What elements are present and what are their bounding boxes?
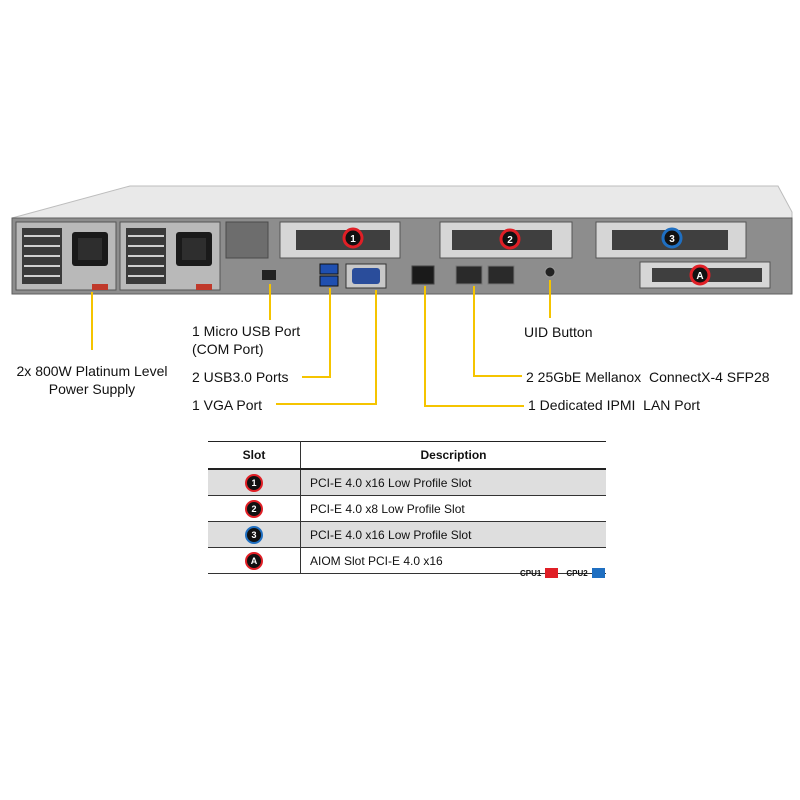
leader-sfp28 — [473, 286, 522, 377]
label-power-supply: 2x 800W Platinum Level Power Supply — [8, 362, 176, 398]
uid-button — [544, 266, 556, 278]
pcie-slot-1-bracket — [279, 221, 401, 259]
svg-text:A: A — [696, 271, 703, 282]
ipmi-lan-port — [411, 265, 435, 285]
label-micro-usb-line1: 1 Micro USB Port — [192, 323, 301, 339]
sfp28-port-2 — [487, 265, 515, 285]
legend-cpu2-swatch — [591, 568, 605, 578]
label-power-supply-line2: Power Supply — [48, 381, 136, 397]
label-ipmi: 1 Dedicated IPMI LAN Port — [528, 397, 700, 413]
legend-cpu1-label: CPU1 — [520, 568, 542, 578]
legend-cpu1-swatch — [545, 568, 559, 578]
slot-cell: 3 — [208, 521, 301, 548]
cpu-legend: CPU1 CPU2 — [520, 568, 609, 578]
server-badge-2: 2 — [499, 228, 521, 250]
legend-cpu2-label: CPU2 — [566, 568, 588, 578]
header-description: Description — [300, 441, 606, 470]
sfp28-port-1 — [455, 265, 483, 285]
svg-text:2: 2 — [507, 235, 513, 246]
table-row: 3 PCI-E 4.0 x16 Low Profile Slot — [208, 521, 606, 548]
slot-badge-a: A — [245, 551, 263, 570]
power-supply-2 — [119, 221, 221, 291]
power-supply-1 — [15, 221, 117, 291]
server-badge-a: A — [689, 264, 711, 286]
chassis-top — [11, 185, 793, 219]
description-cell: PCI-E 4.0 x16 Low Profile Slot — [300, 521, 606, 548]
svg-text:3: 3 — [669, 234, 675, 245]
slot-badge-3: 3 — [245, 525, 263, 544]
slot-cell: 2 — [208, 495, 301, 522]
svg-text:1: 1 — [350, 234, 356, 245]
usb3-port-top — [319, 263, 339, 275]
rear-vent — [225, 221, 269, 259]
table-header-row: Slot Description — [208, 441, 606, 470]
slot-cell: 1 — [208, 469, 301, 496]
micro-usb-port — [262, 270, 276, 280]
label-usb3: 2 USB3.0 Ports — [192, 369, 289, 385]
leader-vga — [276, 290, 377, 405]
usb3-port-bottom — [319, 275, 339, 287]
table-row: 2 PCI-E 4.0 x8 Low Profile Slot — [208, 495, 606, 522]
vga-port — [345, 263, 387, 289]
leader-usb3 — [302, 288, 331, 378]
server-badge-3: 3 — [661, 227, 683, 249]
slot-badge-2: 2 — [245, 499, 263, 518]
table-row: 1 PCI-E 4.0 x16 Low Profile Slot — [208, 469, 606, 496]
label-uid: UID Button — [524, 324, 593, 340]
description-cell: PCI-E 4.0 x16 Low Profile Slot — [300, 469, 606, 496]
leader-ipmi — [424, 286, 524, 407]
label-micro-usb-line2: (COM Port) — [192, 341, 264, 357]
slot-badge-1: 1 — [245, 473, 263, 492]
slot-cell: A — [208, 547, 301, 574]
label-vga: 1 VGA Port — [192, 397, 263, 413]
label-micro-usb: 1 Micro USB Port (COM Port) — [192, 322, 300, 358]
header-slot: Slot — [208, 441, 301, 470]
description-cell: PCI-E 4.0 x8 Low Profile Slot — [300, 495, 606, 522]
label-sfp28: 2 25GbE Mellanox ConnectX-4 SFP28 — [526, 369, 770, 385]
label-power-supply-line1: 2x 800W Platinum Level — [16, 363, 168, 379]
slot-description-table: Slot Description 1 PCI-E 4.0 x16 Low Pro… — [208, 441, 606, 574]
server-badge-1: 1 — [342, 227, 364, 249]
